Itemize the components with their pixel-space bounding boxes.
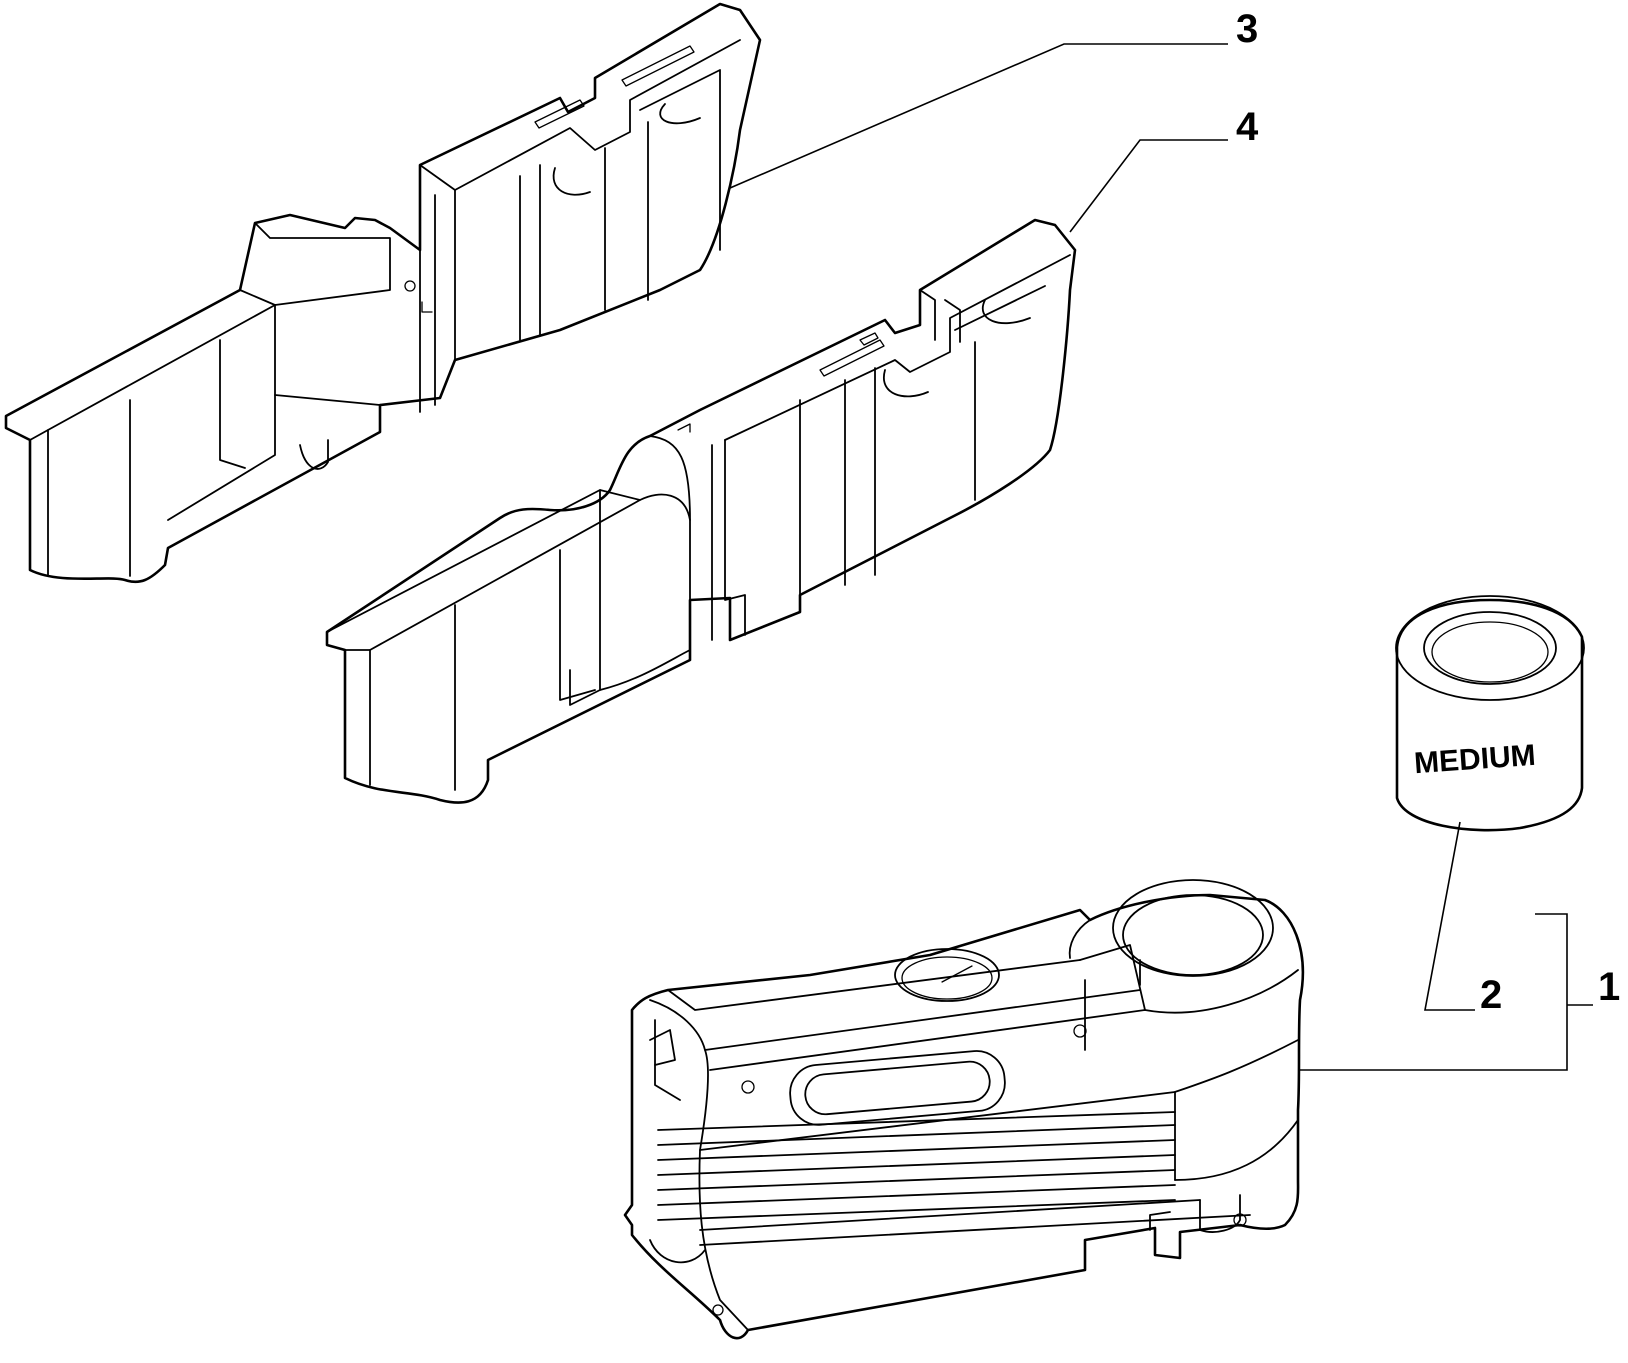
tray-part-4 bbox=[325, 218, 1077, 804]
leader-line-2 bbox=[1424, 821, 1475, 1011]
bracket-1 bbox=[1300, 913, 1568, 1071]
leader-line-3 bbox=[729, 43, 1228, 189]
callout-1: 1 bbox=[1598, 965, 1620, 1009]
leader-line-4 bbox=[1069, 139, 1228, 233]
tray-part-3 bbox=[4, 2, 762, 584]
callout-3: 3 bbox=[1236, 7, 1258, 51]
compressor-kit-part-1 bbox=[623, 879, 1305, 1340]
sealant-canister-part-2: MEDIUM bbox=[1395, 595, 1585, 832]
callout-2: 2 bbox=[1480, 973, 1502, 1017]
callout-numbers: 3 4 2 1 bbox=[1236, 7, 1620, 1017]
callout-4: 4 bbox=[1236, 105, 1259, 149]
leader-lines bbox=[729, 43, 1593, 1071]
